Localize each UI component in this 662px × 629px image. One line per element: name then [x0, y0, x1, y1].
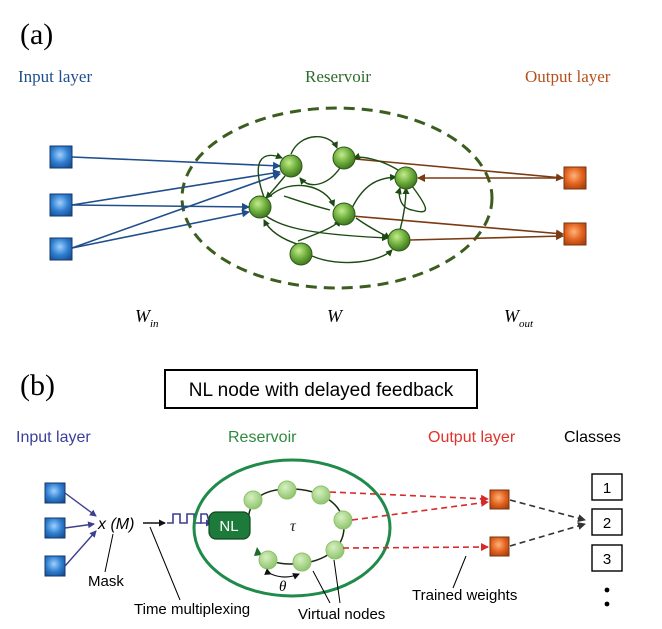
mask-label: Mask: [88, 573, 124, 590]
output-node: [489, 536, 510, 557]
reservoir-node: [332, 146, 356, 170]
input-nodes: [49, 145, 73, 261]
reservoir-node: [289, 242, 313, 266]
classes-label: Classes: [564, 429, 621, 446]
input-node: [49, 193, 73, 217]
panel-b-reservoir-label: Reservoir: [228, 429, 297, 446]
output-node: [563, 222, 587, 246]
w-label: W: [327, 306, 344, 326]
virtual-node: [311, 485, 331, 505]
title-box: [164, 369, 478, 409]
output-node: [563, 166, 587, 190]
panel-b-output-layer-label: Output layer: [428, 429, 516, 446]
panel-b-input-layer-label: Input layer: [16, 429, 91, 446]
class-label: 3: [603, 551, 611, 568]
reservoir-node: [394, 166, 418, 190]
panel-a-output-layer-label: Output layer: [525, 67, 611, 86]
reservoir-nodes: [248, 146, 418, 266]
virtual-node: [243, 490, 263, 510]
panel-b-input-nodes: [44, 482, 66, 577]
tau-label: τ: [290, 518, 297, 535]
reservoir-boundary: [180, 106, 494, 290]
class-label: 2: [603, 515, 611, 532]
delay-loop-ellipse: [192, 458, 392, 598]
panel-b-output-nodes: [489, 489, 510, 557]
input-node: [44, 555, 66, 577]
virtual-node: [333, 510, 353, 530]
input-connections: [71, 156, 281, 249]
output-node: [489, 489, 510, 510]
reservoir-node: [279, 154, 303, 178]
panel-a-input-layer-label: Input layer: [18, 67, 92, 86]
input-node: [49, 237, 73, 261]
input-node: [44, 517, 66, 539]
time-multiplexing-label: Time multiplexing: [134, 601, 250, 618]
w-in-label: Win: [135, 306, 159, 330]
virtual-node: [325, 540, 345, 560]
virtual-nodes-label: Virtual nodes: [298, 606, 385, 623]
nl-node: [208, 511, 251, 540]
class-box: [591, 473, 623, 501]
class-boxes: 1 2 3: [591, 473, 623, 607]
panel-b-title: NL node with delayed feedback: [189, 380, 454, 401]
trained-weights-leader: [452, 555, 467, 589]
virtual-node: [277, 480, 297, 500]
class-box: [591, 508, 623, 536]
theta-spacing-arrow: [264, 568, 300, 580]
class-label: 1: [603, 480, 611, 497]
panel-a-label: (a): [20, 18, 53, 51]
output-connections: [351, 158, 564, 241]
reservoir-node: [387, 228, 411, 252]
output-nodes: [563, 166, 587, 246]
reservoir-internal-connections: [257, 135, 427, 264]
ellipsis-dot: [604, 587, 610, 593]
panel-b-input-connections: [64, 492, 97, 567]
w-out-label: Wout: [504, 306, 534, 330]
trained-weight-connections: [329, 491, 489, 552]
virtual-nodes: [243, 480, 353, 572]
ellipsis-dot: [604, 601, 610, 607]
trained-weights-label: Trained weights: [412, 587, 517, 604]
nl-label: NL: [219, 518, 238, 535]
virtual-node: [258, 550, 278, 570]
panel-b-label: (b): [20, 369, 55, 402]
class-connections: [509, 499, 586, 547]
time-multiplexed-signal: [167, 513, 207, 524]
input-node: [44, 482, 66, 504]
reservoir-node: [332, 202, 356, 226]
annotation-leaders: [104, 526, 341, 604]
mask-expression: x (M): [97, 516, 134, 533]
class-box: [591, 544, 623, 572]
input-node: [49, 145, 73, 169]
panel-a-reservoir-label: Reservoir: [305, 67, 371, 86]
virtual-node: [292, 552, 312, 572]
theta-label: θ: [279, 579, 287, 595]
reservoir-node: [248, 195, 272, 219]
